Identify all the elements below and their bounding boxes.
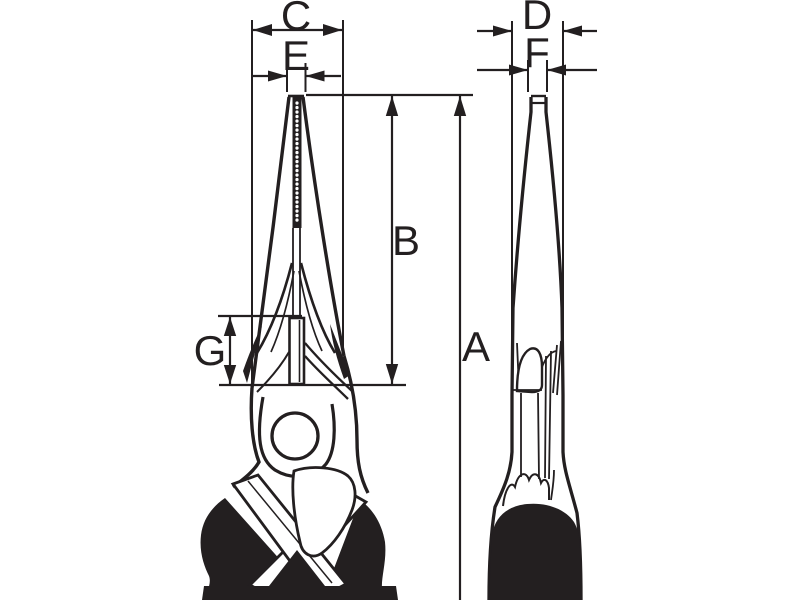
dim-a-arrow-top [453, 96, 467, 116]
dim-label-b: B [391, 217, 421, 264]
jaw-left-edge-line [256, 351, 290, 393]
dim-label-c: C [280, 0, 312, 39]
pivot-circle [270, 411, 320, 461]
dim-g-arrow-bottom [223, 365, 237, 384]
side-notch-right [552, 340, 562, 396]
jaw-sweep-line-2 [304, 355, 349, 400]
handle-band-left-inner-line [247, 480, 333, 584]
dim-label-d: D [521, 0, 553, 38]
dim-e-arrow-left [268, 70, 287, 82]
handle-cross-gap [269, 550, 325, 586]
side-hump-nose-line [541, 350, 557, 368]
dim-label-f: F [524, 29, 550, 76]
side-joint-vertical-lines [520, 350, 552, 480]
ext-lines-f [527, 60, 548, 92]
jaw-sweep-line-1 [304, 342, 353, 392]
dimension-annotations [218, 20, 597, 600]
dim-f-arrow-left [509, 64, 528, 76]
jaw-tip-sliver-right [330, 324, 350, 379]
side-outline-left [487, 97, 533, 600]
front-view-drawing [200, 94, 398, 600]
front-nose-left-outline [250, 96, 291, 389]
dim-c-arrow-left [253, 24, 272, 36]
side-handle-short-line [550, 469, 555, 501]
dim-d-arrow-right [563, 25, 582, 37]
ext-lines-d [511, 21, 564, 393]
grip-bottom-band [202, 586, 398, 600]
dim-b-arrow-bottom [385, 364, 399, 384]
side-view-drawing [487, 94, 583, 600]
jaw-inner-right [298, 270, 323, 352]
side-handle-squiggle [502, 473, 550, 507]
dim-label-a: A [461, 323, 491, 370]
dim-f-arrow-right [547, 64, 566, 76]
front-head-right-outline [342, 355, 370, 494]
dim-g-arrow-top [223, 317, 237, 336]
dim-b-arrow-top [385, 96, 399, 116]
dim-label-e: E [281, 32, 311, 79]
joint-box [288, 316, 306, 386]
jaw-arch-right [299, 262, 337, 354]
dim-label-g: G [193, 327, 227, 374]
dim-d-arrow-left [493, 25, 512, 37]
dim-c-arrow-right [323, 24, 342, 36]
front-nose-right-outline [301, 96, 346, 357]
front-head-left-outline [232, 387, 261, 489]
handle-gap-opening [291, 466, 357, 558]
dim-e-arrow-right [305, 70, 325, 82]
side-joint-hump [515, 347, 544, 394]
jaw-arch-left [255, 262, 294, 354]
side-grip [489, 503, 581, 600]
ext-lines-e [286, 63, 307, 92]
